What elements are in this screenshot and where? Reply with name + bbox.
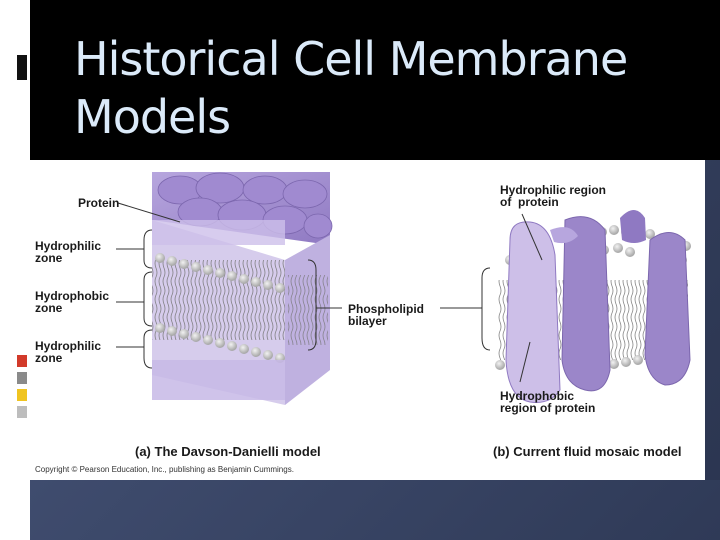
integral-protein-right xyxy=(644,232,691,386)
center-brackets xyxy=(307,213,543,383)
marker-black xyxy=(17,55,27,80)
label-protein: Protein xyxy=(78,196,120,210)
label-hydrophobic-region: Hydrophobic region of protein xyxy=(500,389,596,415)
marker-yellow xyxy=(17,389,27,401)
peripheral-protein-small xyxy=(550,227,578,244)
peripheral-protein xyxy=(620,210,646,243)
marker-gray-2 xyxy=(17,406,27,418)
lower-background xyxy=(30,480,720,540)
label-hydrophilic-top: Hydrophilic zone xyxy=(35,239,102,265)
integral-protein-center xyxy=(561,216,611,392)
slide-title: Historical Cell Membrane Models xyxy=(74,32,628,144)
title-band xyxy=(30,0,720,160)
lipid-heads-front xyxy=(155,253,285,363)
marker-red xyxy=(17,355,27,367)
membrane-figure: Protein Hydrophilic zone Hydrophobic zon… xyxy=(30,160,705,480)
left-edge-strip xyxy=(0,0,30,540)
membrane-illustration xyxy=(116,172,696,430)
caption-left-text: The Davson-Danielli model xyxy=(154,444,321,459)
label-hydrophilic-bottom: Hydrophilic zone xyxy=(35,339,102,365)
caption-left-letter: (a) xyxy=(135,444,151,459)
davson-danielli-block xyxy=(152,172,333,405)
caption-right-letter: (b) xyxy=(493,444,510,459)
copyright-notice: Copyright © Pearson Education, Inc., pub… xyxy=(35,465,294,474)
label-hydrophobic: Hydrophobic zone xyxy=(35,289,109,315)
fluid-mosaic-block xyxy=(490,172,696,430)
marker-gray xyxy=(17,372,27,384)
caption-right: (b) Current fluid mosaic model xyxy=(493,444,682,459)
caption-right-text: Current fluid mosaic model xyxy=(513,444,682,459)
label-phospholipid-bilayer: Phospholipid bilayer xyxy=(348,302,424,328)
caption-left: (a) The Davson-Danielli model xyxy=(135,444,321,459)
integral-protein-left xyxy=(505,221,561,403)
label-hydrophilic-region: Hydrophilic region of protein xyxy=(500,183,607,209)
left-brackets xyxy=(116,202,181,369)
